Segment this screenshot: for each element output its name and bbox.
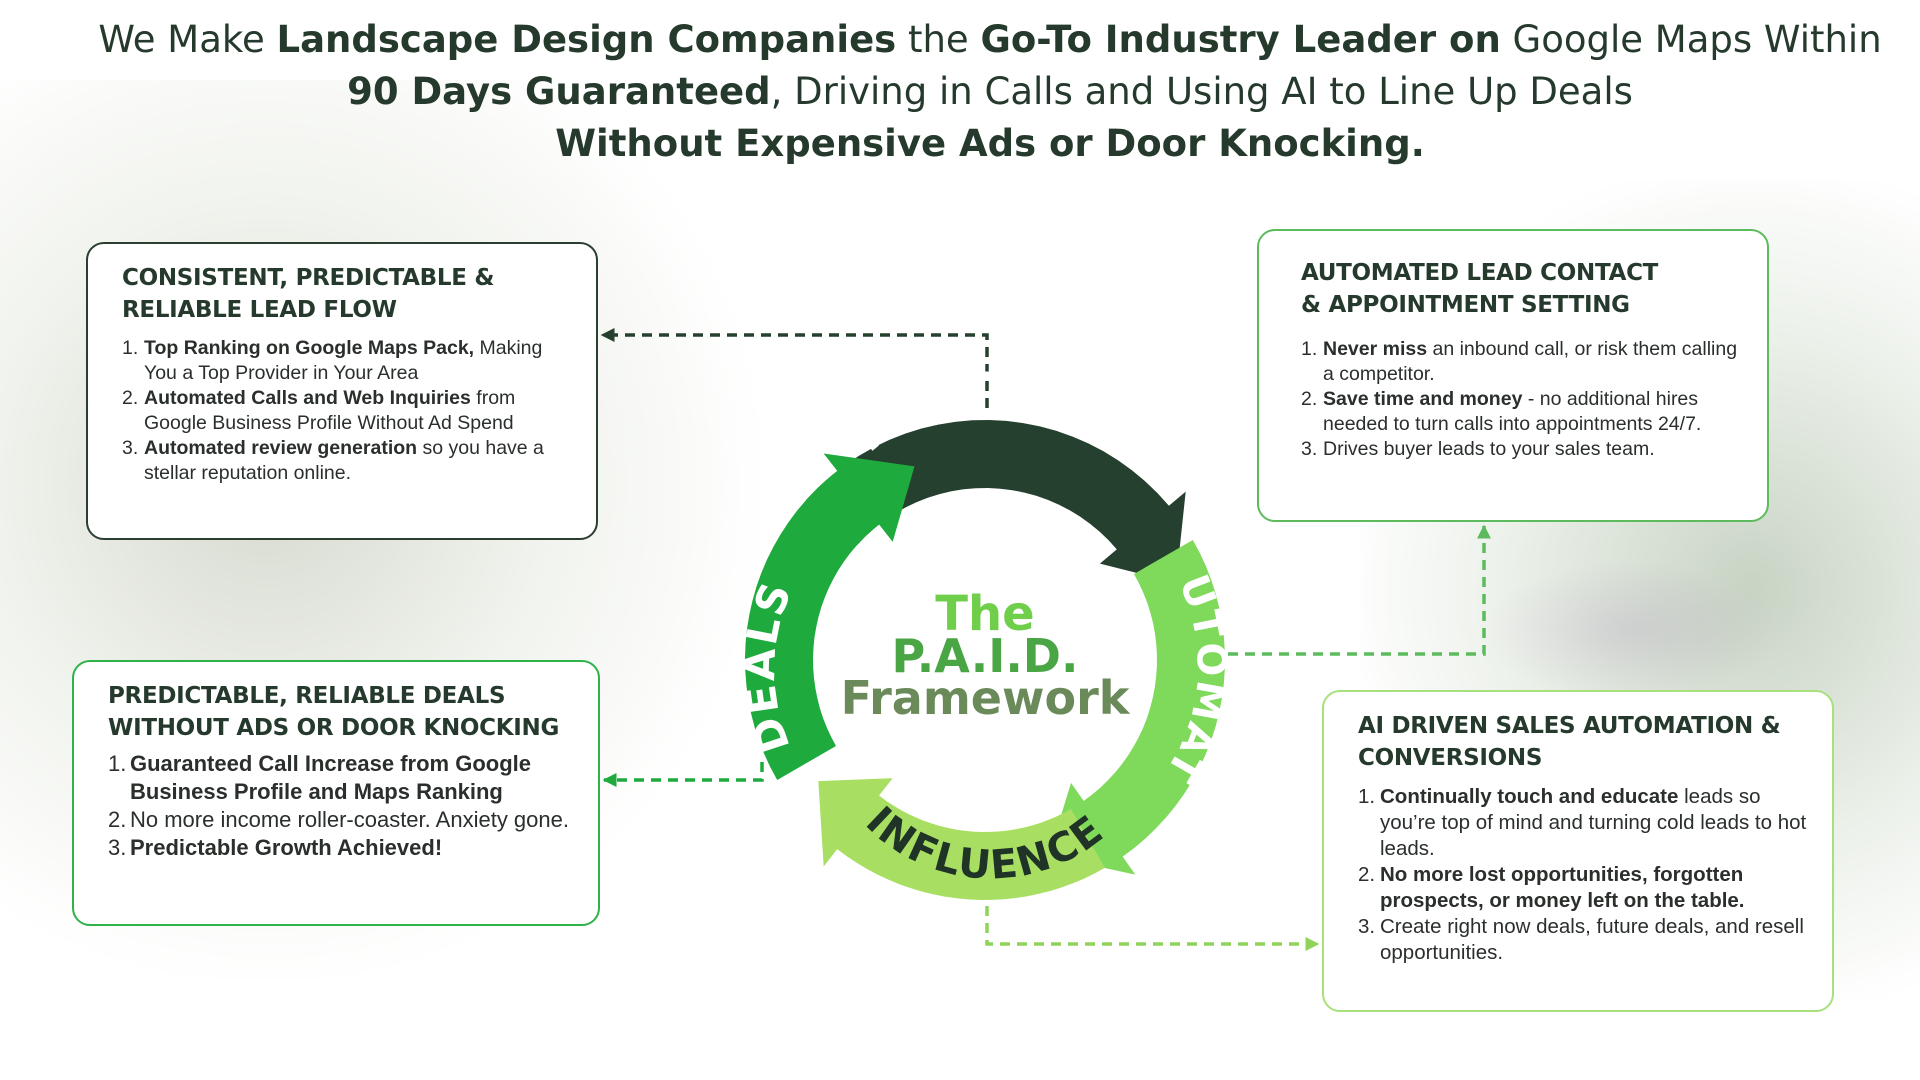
headline: We Make Landscape Design Companies the G… (60, 14, 1920, 170)
box-title: PREDICTABLE, RELIABLE DEALS WITHOUT ADS … (108, 680, 580, 744)
headline-line-1: We Make Landscape Design Companies the G… (60, 14, 1920, 66)
box-title: AUTOMATED LEAD CONTACT & APPOINTMENT SET… (1301, 257, 1747, 321)
headline-emphasis: 90 Days Guaranteed (347, 70, 771, 113)
benefit-list: 1.Guaranteed Call Increase from Google B… (108, 750, 580, 862)
box-automated-lead-contact: AUTOMATED LEAD CONTACT & APPOINTMENT SET… (1257, 229, 1769, 522)
background-flowers (1480, 560, 1780, 700)
headline-emphasis: Go-To Industry Leader on (980, 18, 1501, 61)
list-item-bold: Automated Calls and Web Inquiries (144, 387, 471, 409)
box-title-line: RELIABLE LEAD FLOW (122, 297, 397, 323)
list-item-text: Create right now deals, future deals, an… (1380, 915, 1804, 964)
connector-automate (1228, 524, 1491, 656)
box-title-line: PREDICTABLE, RELIABLE DEALS (108, 683, 506, 709)
list-item-bold: Guaranteed Call Increase from Google Bus… (130, 751, 532, 804)
list-item: 1.Guaranteed Call Increase from Google B… (108, 750, 580, 806)
list-number: 3. (108, 835, 127, 860)
box-title: AI DRIVEN SALES AUTOMATION & CONVERSIONS (1358, 710, 1812, 774)
list-number: 2. (122, 387, 139, 409)
list-number: 1. (1301, 338, 1318, 360)
list-item-text: leads so you’re top of mind and turning … (1380, 785, 1807, 860)
list-item: 1.Top Ranking on Google Maps Pack, Makin… (122, 336, 576, 386)
headline-line-2: 90 Days Guaranteed, Driving in Calls and… (60, 66, 1920, 118)
arc-deals (745, 453, 915, 780)
arc-position (806, 420, 1186, 583)
list-number: 1. (1358, 785, 1376, 808)
list-item: 3.Predictable Growth Achieved! (108, 834, 580, 862)
box-ai-sales-automation: AI DRIVEN SALES AUTOMATION & CONVERSIONS… (1322, 690, 1834, 1012)
list-item-bold: Automated review generation (144, 437, 418, 459)
list-item-bold: Never miss (1323, 338, 1428, 360)
box-title: CONSISTENT, PREDICTABLE & RELIABLE LEAD … (122, 262, 576, 326)
benefit-list: 1.Top Ranking on Google Maps Pack, Makin… (122, 336, 576, 486)
list-item-bold: Top Ranking on Google Maps Pack, (144, 337, 475, 359)
center-title-line-3: Framework (841, 671, 1131, 725)
headline-line-3: Without Expensive Ads or Door Knocking. (60, 118, 1920, 170)
list-item: 3.Automated review generation so you hav… (122, 436, 576, 486)
center-title-line-2: P.A.I.D. (892, 629, 1079, 683)
box-title-line: CONSISTENT, PREDICTABLE & (122, 265, 495, 291)
list-number: 3. (1301, 438, 1318, 460)
box-title-line: AUTOMATED LEAD CONTACT (1301, 260, 1659, 286)
headline-text: Google Maps Within (1500, 18, 1882, 61)
box-title-line: AI DRIVEN SALES AUTOMATION & (1358, 713, 1781, 739)
list-item: 1.Continually touch and educate leads so… (1358, 784, 1812, 862)
list-item-bold: Save time and money (1323, 388, 1523, 410)
list-item-text: Drives buyer leads to your sales team. (1323, 438, 1655, 460)
list-item-text: an inbound call, or risk them calling a … (1323, 338, 1738, 385)
list-number: 1. (108, 751, 127, 776)
list-item-text: - no additional hires needed to turn cal… (1323, 388, 1702, 435)
benefit-list: 1.Continually touch and educate leads so… (1358, 784, 1812, 966)
list-item: 2.No more lost opportunities, forgotten … (1358, 862, 1812, 914)
connector-position (600, 328, 989, 408)
headline-emphasis: Without Expensive Ads or Door Knocking. (555, 122, 1425, 165)
box-title-line: WITHOUT ADS OR DOOR KNOCKING (108, 715, 560, 741)
list-item-text: from Google Business Profile Without Ad … (144, 387, 516, 434)
list-item-bold: Predictable Growth Achieved! (130, 835, 443, 860)
connector-influence (985, 906, 1320, 951)
list-item: 3.Drives buyer leads to your sales team. (1301, 437, 1747, 462)
list-item: 1.Never miss an inbound call, or risk th… (1301, 337, 1747, 387)
list-item: 3.Create right now deals, future deals, … (1358, 914, 1812, 966)
headline-text: , Driving in Calls and Using AI to Line … (770, 70, 1633, 113)
list-item: 2.Save time and money - no additional hi… (1301, 387, 1747, 437)
list-number: 3. (122, 437, 139, 459)
list-item: 2.No more income roller-coaster. Anxiety… (108, 806, 580, 834)
center-title-line-1: The (935, 586, 1034, 642)
box-title-line: CONVERSIONS (1358, 745, 1543, 771)
list-item: 2.Automated Calls and Web Inquiries from… (122, 386, 576, 436)
list-item-text: Making You a Top Provider in Your Area (144, 337, 543, 384)
list-number: 2. (108, 807, 127, 832)
arc-automate (1048, 540, 1225, 875)
list-number: 3. (1358, 915, 1376, 938)
connector-deals (602, 762, 764, 787)
headline-emphasis: Landscape Design Companies (276, 18, 897, 61)
box-predictable-deals: PREDICTABLE, RELIABLE DEALS WITHOUT ADS … (72, 660, 600, 926)
list-item-bold: Continually touch and educate (1380, 785, 1679, 808)
box-consistent-lead-flow: CONSISTENT, PREDICTABLE & RELIABLE LEAD … (86, 242, 598, 540)
list-item-bold: No more lost opportunities, forgotten pr… (1380, 863, 1745, 912)
list-number: 2. (1301, 388, 1318, 410)
list-number: 2. (1358, 863, 1376, 886)
list-item-text: No more income roller-coaster. Anxiety g… (130, 807, 569, 832)
list-number: 1. (122, 337, 139, 359)
headline-text: We Make (98, 18, 277, 61)
list-item-text: so you have a stellar reputation online. (144, 437, 544, 484)
headline-text: the (896, 18, 981, 61)
benefit-list: 1.Never miss an inbound call, or risk th… (1301, 337, 1747, 462)
arc-influence (818, 778, 1105, 900)
box-title-line: & APPOINTMENT SETTING (1301, 292, 1630, 318)
